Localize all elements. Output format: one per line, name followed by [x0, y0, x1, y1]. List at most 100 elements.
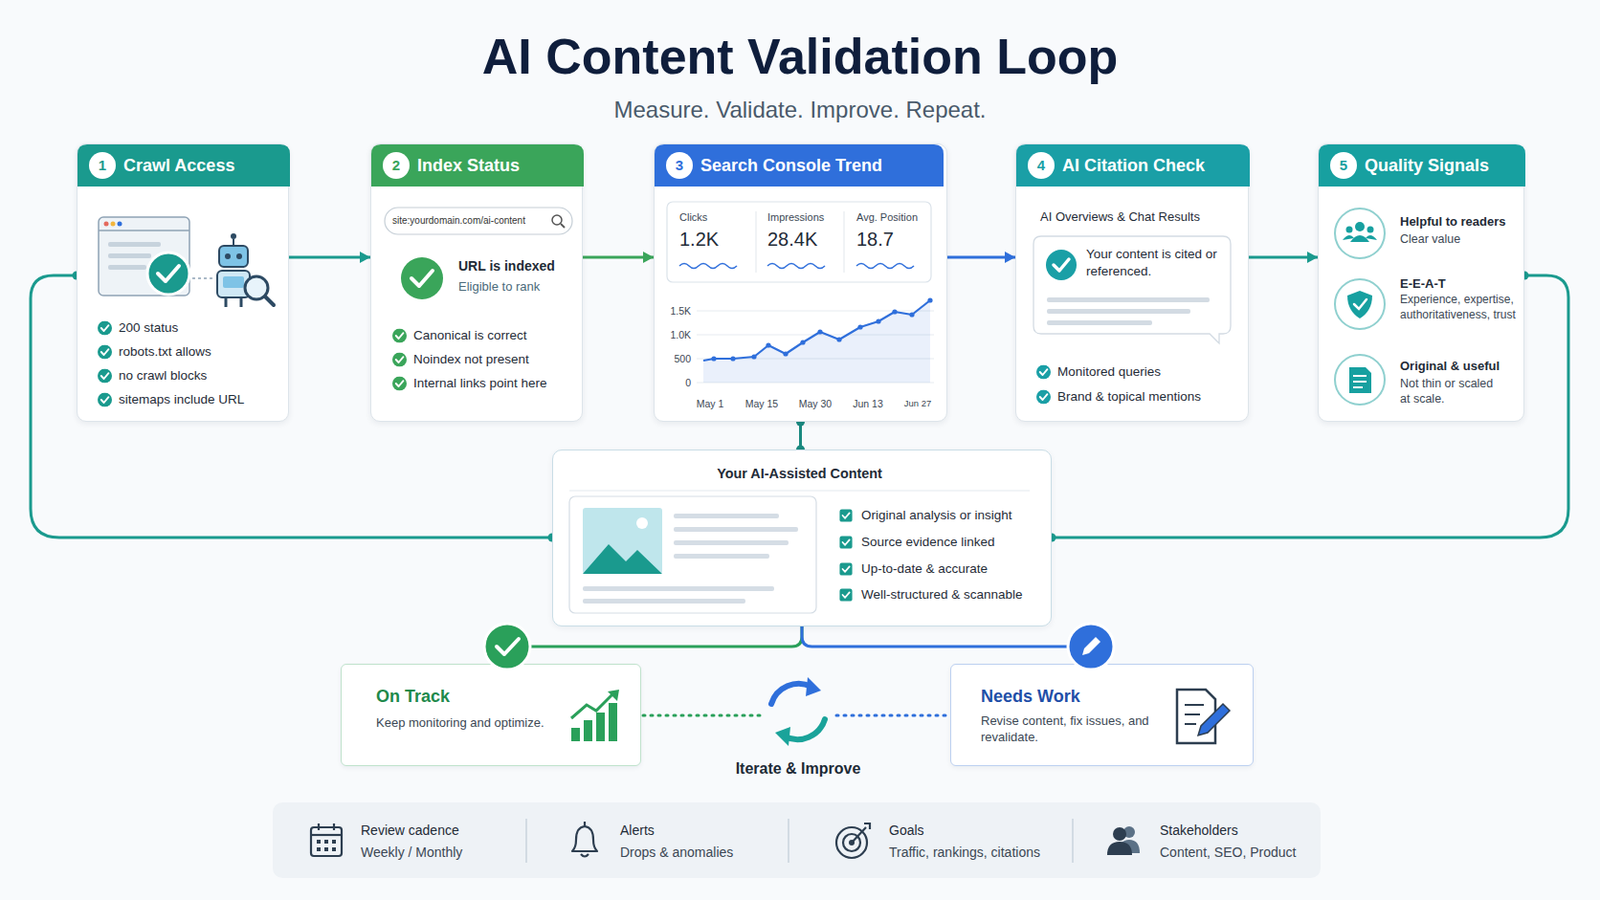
- bubble-text: Your content is cited or referenced.: [1086, 245, 1221, 281]
- on-track-marker-part: [484, 623, 531, 670]
- status-title: On Track: [376, 686, 450, 708]
- axis-label: 0: [658, 376, 691, 390]
- revise-icon-part-part: [1184, 704, 1204, 707]
- metric-value: 18.7: [856, 227, 894, 251]
- citation-art-part: [1033, 236, 1231, 344]
- subtitle: Measure. Validate. Improve. Repeat.: [0, 95, 1600, 125]
- citation-art-part: [1016, 144, 1250, 187]
- connector: [801, 626, 1091, 665]
- iterate-icon: [771, 677, 825, 747]
- crawl-art-part: [224, 253, 231, 260]
- check-item: sitemaps include URL: [118, 391, 245, 409]
- index-art-part: [552, 215, 562, 225]
- axis-label: Jun 13: [844, 397, 892, 411]
- axis-label: May 15: [737, 397, 786, 411]
- content-art-part-part: [673, 540, 789, 546]
- calendar-icon: [306, 813, 522, 871]
- quality-art-part-part: [1365, 235, 1378, 241]
- axis-label: Jun 27: [893, 397, 942, 411]
- on-track-marker-part: [496, 639, 519, 655]
- dotted-link: [643, 715, 949, 717]
- quality-art-part: [1330, 152, 1357, 179]
- crawl-art-part: [97, 393, 112, 408]
- metric-value: 28.4K: [767, 227, 818, 251]
- connector: [796, 418, 805, 455]
- content-art-part: [582, 508, 663, 575]
- trend-art-part: [755, 211, 757, 273]
- panel-heading: AI Overviews & Chat Results: [1040, 208, 1200, 225]
- card-title: Index Status: [417, 155, 520, 177]
- connector: [1248, 251, 1318, 264]
- calendar-icon-part: [311, 827, 342, 857]
- status-title: Needs Work: [980, 686, 1081, 708]
- trend-art-part-part: [730, 355, 735, 361]
- crawl-art-part: [147, 252, 190, 295]
- signal-name: Helpful to readers: [1400, 213, 1507, 230]
- status-text: URL is indexed: [458, 257, 556, 275]
- calendar-icon-part-part: [332, 847, 336, 852]
- citation-art-part: [1046, 320, 1153, 326]
- content-art-part: [839, 588, 852, 601]
- iterate-icon-part: [784, 719, 825, 740]
- check-item: Internal links point here: [413, 375, 548, 393]
- index-art-part: [392, 329, 407, 344]
- crawl-art-part: [98, 229, 190, 232]
- calendar-icon-part-part: [316, 847, 321, 852]
- content-art-part-part: [673, 554, 770, 559]
- content-art-part: [636, 517, 648, 530]
- bottom-band-part: [272, 802, 1321, 879]
- step-number: 2: [382, 152, 410, 179]
- axis-label: 1.5K: [658, 304, 691, 318]
- index-art-part: [371, 144, 584, 187]
- step-number: 3: [666, 152, 693, 179]
- metric-name: Impressions: [767, 210, 824, 224]
- trend-art-part: [844, 211, 845, 273]
- footer-title: Goals: [888, 822, 925, 840]
- bell-icon: [564, 813, 780, 871]
- connector: [507, 626, 802, 665]
- index-art-part: [382, 152, 410, 179]
- crawl-art-part: [88, 152, 116, 179]
- index-art-part: [392, 377, 407, 392]
- step-card: 4 AI Citation Check AI Overviews & Chat Re…: [1015, 143, 1249, 423]
- content-art-part: [582, 513, 799, 604]
- step-card: 5Quality SignalsHelpful to readersClear …: [1317, 143, 1525, 423]
- card-title: AI Citation Check: [1062, 155, 1205, 177]
- check-item: Well-structured & scannable: [861, 586, 1023, 604]
- arrow-head: [643, 251, 654, 264]
- crawl-art-part: [192, 277, 214, 280]
- target-icon: [832, 813, 1067, 871]
- citation-art-part: [1036, 390, 1051, 405]
- trend-art-part: [654, 144, 944, 187]
- dotted-link-part: [836, 714, 949, 718]
- footer-item: Review cadenceWeekly / Monthly: [306, 813, 522, 871]
- diagram-title: AI Content Validation Loop: [0, 26, 1600, 87]
- check-item: Up-to-date & accurate: [861, 560, 988, 578]
- signal-note: Clear value: [1400, 231, 1515, 247]
- crawl-art-part: [98, 217, 190, 296]
- quality-art-part-part: [1349, 367, 1372, 394]
- content-art-part-part: [673, 527, 799, 533]
- needs-work-marker-part: [1067, 623, 1114, 670]
- trend-art-part-part: [836, 336, 842, 342]
- needs-work-marker: [1067, 623, 1114, 670]
- content-art-part-part: [582, 599, 746, 604]
- revise-icon-part: [1198, 704, 1230, 736]
- calendar-icon-part: [311, 834, 342, 837]
- trend-art-part: [703, 300, 931, 361]
- quality-art-part: [1318, 144, 1526, 187]
- quality-art-part-part: [1342, 235, 1355, 241]
- growth-icon-part: [571, 693, 614, 719]
- signal-note: Not thin or scaled at scale.: [1400, 376, 1506, 407]
- crawl-art-part: [97, 321, 112, 336]
- metric-name: Clicks: [679, 210, 708, 224]
- bell-icon-part: [572, 826, 598, 852]
- footer-note: Content, SEO, Product: [1159, 844, 1296, 862]
- footer-item: StakeholdersContent, SEO, Product: [1105, 813, 1316, 871]
- step-number: 4: [1027, 152, 1055, 179]
- check-item: Original analysis or insight: [861, 507, 1013, 525]
- trend-art-part-part: [800, 339, 805, 345]
- footer-item: AlertsDrops & anomalies: [564, 813, 780, 871]
- quality-art-part-part: [1347, 290, 1373, 319]
